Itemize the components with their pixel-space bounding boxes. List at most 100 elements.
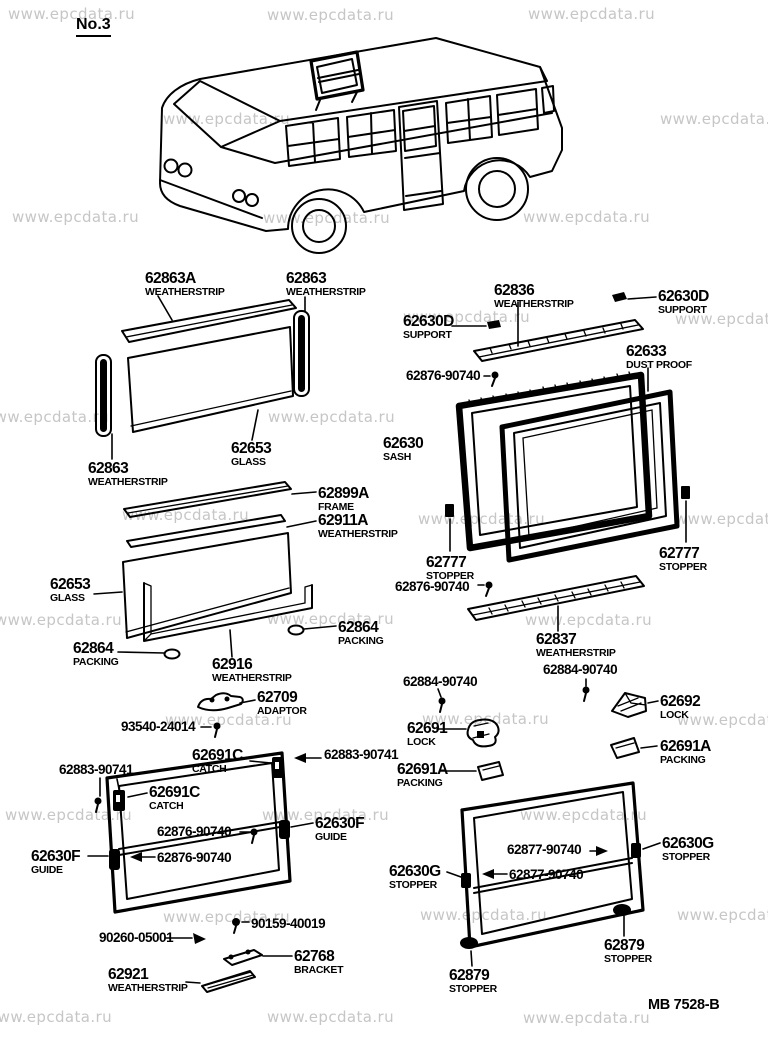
packing-62691a-left-drawing bbox=[477, 761, 504, 781]
packing-62864-right-drawing bbox=[287, 624, 305, 636]
locks-and-fittings bbox=[197, 692, 659, 781]
watermark: www.epcdata.ru bbox=[525, 611, 653, 629]
guide-62630f-right-drawing bbox=[279, 820, 290, 839]
weatherstrip-62921-drawing bbox=[201, 970, 256, 993]
part-label-90159-40019: 90159-40019 bbox=[251, 916, 326, 931]
packing-62864-left-drawing bbox=[163, 648, 181, 660]
part-label-90260-05001: 90260-05001 bbox=[99, 930, 174, 945]
lower-glass-assembly bbox=[93, 481, 337, 660]
figure-code: MB 7528-B bbox=[648, 997, 720, 1013]
part-label-62883-90741-left: 62883-90741 bbox=[59, 762, 134, 777]
watermark: www.epcdata.ru bbox=[677, 906, 768, 924]
adaptor-62709-drawing bbox=[197, 692, 244, 712]
watermark: www.epcdata.ru bbox=[262, 806, 390, 824]
left-slide-frame bbox=[87, 751, 322, 993]
part-label-62877-90740-upper: 62877-90740 bbox=[507, 842, 582, 857]
lock-62692-drawing bbox=[611, 692, 647, 718]
watermark: www.epcdata.ru bbox=[677, 711, 768, 729]
part-label-62883-90741-right: 62883-90741 bbox=[324, 747, 399, 762]
stopper-62879-right-drawing bbox=[613, 904, 631, 916]
watermark: www.epcdata.ru bbox=[0, 611, 123, 629]
watermark: www.epcdata.ru bbox=[8, 5, 136, 23]
weatherstrip-62836-drawing bbox=[473, 319, 644, 362]
glass-62653-mid-drawing bbox=[122, 532, 292, 639]
support-62630d-left-drawing bbox=[487, 320, 501, 329]
part-label-93540-24014: 93540-24014 bbox=[121, 719, 196, 734]
sash-62630-drawing bbox=[455, 371, 653, 552]
watermark: www.epcdata.ru bbox=[0, 1008, 113, 1026]
roof-window-unit bbox=[309, 50, 365, 111]
support-62630d-right-drawing bbox=[612, 292, 627, 302]
watermark: www.epcdata.ru bbox=[12, 208, 140, 226]
watermark: www.epcdata.ru bbox=[675, 510, 768, 528]
stopper-62777-right-drawing bbox=[681, 486, 690, 499]
watermark: www.epcdata.ru bbox=[520, 806, 648, 824]
weatherstrip-62863-left-drawing bbox=[95, 354, 112, 437]
right-slide-frame bbox=[446, 781, 661, 967]
part-label-62876-90740-1: 62876-90740 bbox=[406, 368, 481, 383]
watermark: www.epcdata.ru bbox=[267, 610, 395, 628]
guide-62630f-left-drawing bbox=[109, 849, 120, 870]
stopper-62630g-right-drawing bbox=[631, 843, 641, 858]
page-number: No.3 bbox=[76, 16, 111, 37]
packing-62691a-right-drawing bbox=[610, 737, 640, 759]
bracket-62768-drawing bbox=[223, 949, 263, 966]
weatherstrip-62911a-drawing bbox=[126, 514, 286, 548]
watermark: www.epcdata.ru bbox=[420, 906, 548, 924]
watermark: www.epcdata.ru bbox=[528, 5, 656, 23]
clip-90260-drawing bbox=[193, 933, 206, 944]
watermark: www.epcdata.ru bbox=[163, 908, 291, 926]
frame-62899a-drawing bbox=[123, 481, 292, 518]
watermark: www.epcdata.ru bbox=[5, 806, 133, 824]
watermark: www.epcdata.ru bbox=[268, 408, 396, 426]
weatherstrip-62837-drawing bbox=[467, 575, 645, 621]
glass-62653-top-drawing bbox=[127, 326, 294, 433]
part-label-62884-90740-center: 62884-90740 bbox=[543, 662, 618, 677]
frame-right-drawing bbox=[460, 781, 645, 949]
stopper-62879-left-drawing bbox=[460, 937, 478, 949]
weatherstrip-62863a-drawing bbox=[121, 299, 297, 343]
lock-62691-drawing bbox=[466, 718, 500, 748]
part-label-62876-90740-e2: 62876-90740 bbox=[157, 850, 232, 865]
watermark: www.epcdata.ru bbox=[523, 208, 651, 226]
stopper-62630g-left-drawing bbox=[461, 873, 471, 888]
weatherstrip-62863-right-drawing bbox=[293, 310, 310, 397]
arrow-left-icon bbox=[294, 753, 306, 763]
arrow-left-icon bbox=[130, 852, 142, 862]
watermark: www.epcdata.ru bbox=[660, 110, 768, 128]
watermark: www.epcdata.ru bbox=[165, 711, 293, 729]
vehicle-illustration bbox=[159, 37, 563, 254]
part-label-62877-90740-lower: 62877-90740 bbox=[509, 867, 584, 882]
watermark: www.epcdata.ru bbox=[122, 506, 250, 524]
part-label-62876-90740-e1: 62876-90740 bbox=[157, 824, 232, 839]
watermark: www.epcdata.ru bbox=[675, 310, 768, 328]
watermark: www.epcdata.ru bbox=[0, 408, 110, 426]
part-label-62876-90740-2: 62876-90740 bbox=[395, 579, 470, 594]
